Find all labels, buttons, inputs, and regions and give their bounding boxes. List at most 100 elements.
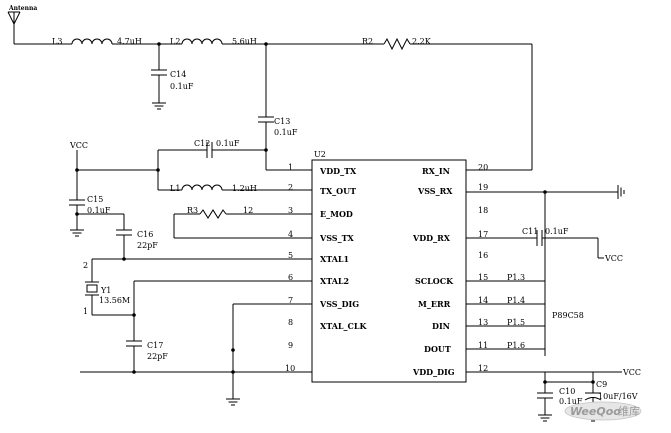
c17-value: 22pF (147, 352, 168, 361)
r2-ref: R2 (362, 37, 373, 46)
y1-value: 13.56M (99, 296, 130, 305)
junction-c17-bus (132, 370, 136, 374)
c12-value: 0.1uF (216, 139, 240, 148)
capacitor-c14 (151, 44, 167, 103)
ground-c14-icon (152, 102, 166, 110)
ic-left-pin-num: 5 (288, 251, 293, 260)
l3-value: 4.7uH (117, 37, 142, 46)
ic-left-pin-name: XTAL1 (320, 254, 349, 264)
ic-left-pin-name: TX_OUT (320, 186, 356, 196)
c16-value: 22pF (137, 241, 158, 250)
ic-left-pin-num: 8 (288, 318, 293, 327)
r2-value: 2.2K (412, 37, 432, 46)
inductor-l3-coil (71, 38, 113, 45)
mcu-port-label: P1.6 (507, 341, 525, 350)
l1-ref: L1 (170, 184, 180, 193)
inductor-l1-coil (181, 184, 223, 191)
ground-main-icon (226, 398, 240, 406)
mcu-port-label: P1.3 (507, 273, 525, 282)
ic-right-pin-num: 14 (478, 296, 488, 305)
junction-vcc-left (75, 168, 79, 172)
c14-value: 0.1uF (170, 82, 194, 91)
ic-u2-ref: U2 (314, 150, 326, 159)
junction-xtal2 (132, 313, 136, 317)
ic-left-pin-name: XTAL_CLK (320, 321, 368, 331)
junction-vss-dig-mid (231, 348, 235, 352)
c11-ref: C11 (522, 227, 538, 236)
resistor-r3-zigzag (199, 209, 227, 219)
ic-left-pin-num: 10 (285, 364, 295, 373)
c17-ref: C17 (147, 341, 163, 350)
c12-ref: C12 (194, 139, 210, 148)
ic-right-pin-name: VDD_RX (412, 233, 451, 243)
vcc-label-rx: VCC (604, 254, 623, 263)
c9-value: 10uF/16V (598, 392, 638, 401)
r3-value: 12 (243, 206, 253, 215)
vcc-label-left: VCC (69, 141, 88, 150)
vcc-label-dig: VCC (622, 368, 641, 377)
watermark-logo: WeeQoo 维库 (564, 401, 642, 421)
c13-value: 0.1uF (274, 128, 298, 137)
ic-right-pin-name: M_ERR (418, 299, 451, 309)
ic-right-pin-num: 16 (478, 251, 488, 260)
junction-xtal1 (122, 257, 126, 261)
ground-c10-icon (538, 414, 552, 422)
capacitor-c10 (537, 382, 553, 415)
ic-left-pin-name: VSS_TX (319, 233, 355, 243)
c10-ref: C10 (559, 387, 575, 396)
ic-right-pin-num: 12 (478, 364, 488, 373)
l3-ref: L3 (52, 37, 62, 46)
ic-left-pin-name: VDD_TX (319, 166, 357, 176)
ic-u2-body (311, 159, 467, 383)
ic-left-pin-num: 7 (288, 296, 293, 305)
l1-value: 1.2uH (232, 184, 257, 193)
ic-left-pin-num: 1 (288, 163, 293, 172)
ic-left-pin-name: E_MOD (320, 209, 353, 219)
junction-c12-right (264, 148, 268, 152)
l2-ref: L2 (170, 37, 180, 46)
ic-right-pin-name: SCLOCK (415, 276, 454, 286)
l2-value: 5.6uH (232, 37, 257, 46)
junction-c14 (157, 42, 161, 46)
c14-ref: C14 (170, 70, 186, 79)
c15-ref: C15 (87, 195, 103, 204)
y1-pin-bottom: 1 (83, 307, 88, 316)
ic-right-pin-num: 17 (478, 230, 488, 239)
ic-right-pin-num: 19 (478, 183, 488, 192)
ic-left-pin-name: VSS_DIG (319, 299, 359, 309)
ic-left-pin-num: 9 (288, 341, 293, 350)
mcu-label: P89C58 (552, 311, 584, 320)
ic-left-pin-num: 2 (288, 183, 293, 192)
ground-vss-rx-icon (617, 185, 625, 199)
c10-value: 0.1uF (559, 397, 583, 406)
ic-right-pin-name: VSS_RX (417, 186, 453, 196)
ic-right-pin-num: 18 (478, 206, 488, 215)
junction-vss-dig-bus (231, 370, 235, 374)
ic-right-pin-name: DIN (432, 321, 450, 331)
antenna-label: Antenna (8, 5, 37, 12)
mcu-port-label: P1.4 (507, 296, 525, 305)
y1-pin-top: 2 (83, 261, 88, 270)
capacitor-c17 (126, 340, 142, 372)
mcu-port-label: P1.5 (507, 318, 525, 327)
crystal-y1-body (86, 284, 98, 293)
watermark-brand: WeeQoo (570, 405, 621, 418)
ic-left-pin-name: XTAL2 (320, 276, 349, 286)
ic-right-pin-num: 20 (478, 163, 488, 172)
c9-ref: C9 (596, 380, 607, 389)
capacitor-c13 (258, 44, 274, 150)
c16-ref: C16 (137, 230, 153, 239)
c15-value: 0.1uF (87, 206, 111, 215)
r3-ref: R3 (187, 206, 198, 215)
ic-right-pin-name: RX_IN (422, 166, 450, 176)
ic-right-pin-name: DOUT (424, 344, 451, 354)
ic-right-pin-num: 13 (478, 318, 488, 327)
ic-right-pin-num: 11 (478, 341, 488, 350)
ic-right-pin-num: 15 (478, 273, 488, 282)
ic-left-pin-num: 6 (288, 273, 293, 282)
c11-value: 0.1uF (545, 227, 569, 236)
capacitor-c16 (116, 229, 132, 259)
ic-right-pin-name: VDD_DIG (412, 367, 455, 377)
junction-vcc-c12 (156, 168, 160, 172)
